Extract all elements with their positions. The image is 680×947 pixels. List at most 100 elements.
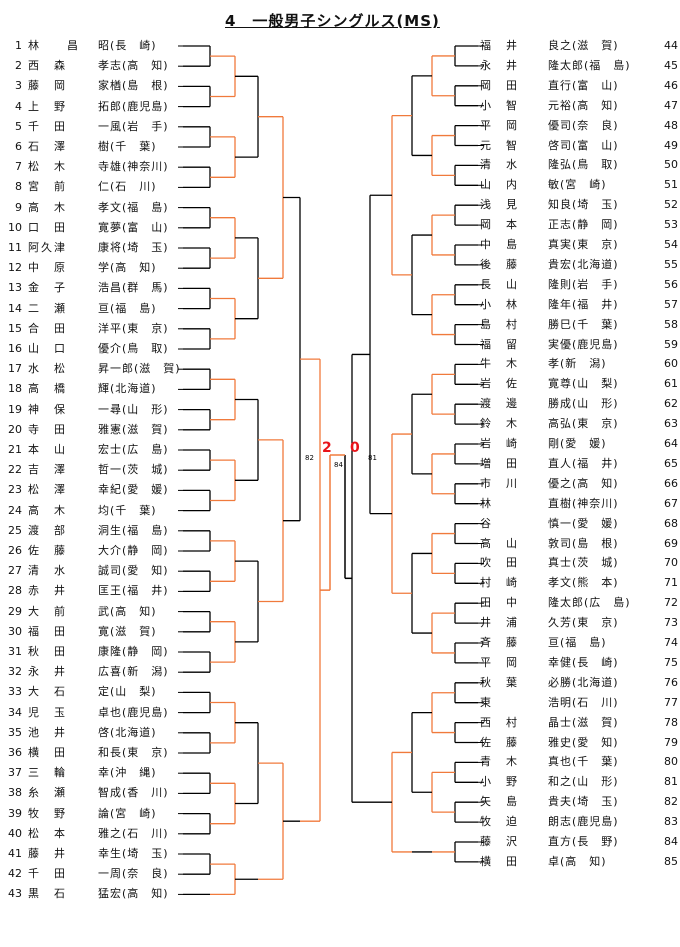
right-player-row: 中 島真実(東 京)54 <box>480 239 678 251</box>
player-given-pref: 隆年(福 井) <box>548 297 619 311</box>
player-surname: 横 田 <box>480 854 519 868</box>
player-surname: 牧 野 <box>28 806 67 820</box>
player-surname: 岩 崎 <box>480 437 519 450</box>
player-surname: 西 森 <box>28 59 67 73</box>
player-number: 74 <box>664 636 678 649</box>
player-number: 4 <box>15 99 22 113</box>
player-given-pref: 一風(岩 手) <box>98 119 169 133</box>
player-surname: 岡 田 <box>480 78 519 92</box>
player-given-pref: 高弘(東 京) <box>548 417 619 431</box>
player-given-pref: 晶士(滋 賀) <box>548 715 619 729</box>
player-number: 80 <box>664 755 678 769</box>
player-number: 11 <box>8 241 22 254</box>
match-number: 84 <box>334 461 343 469</box>
player-surname: 糸 瀬 <box>28 786 67 800</box>
right-player-row: 永 井隆太郎(福 島)45 <box>480 58 678 72</box>
player-surname: 岡 本 <box>480 218 519 232</box>
player-given-pref: 洋平(東 京) <box>98 321 169 335</box>
player-given-pref: 幸健(長 崎) <box>548 655 619 669</box>
player-given-pref: 実優(鹿児島) <box>548 337 619 351</box>
player-surname: 平 岡 <box>480 118 519 132</box>
player-surname: 高 橋 <box>28 382 67 396</box>
player-number: 27 <box>8 564 22 578</box>
player-number: 63 <box>664 417 678 431</box>
player-given-pref: 均(千 葉) <box>98 503 157 517</box>
player-given-pref: 寛夢(富 山) <box>98 220 169 234</box>
player-surname: 市 川 <box>480 476 519 490</box>
player-number: 40 <box>8 826 22 840</box>
player-number: 16 <box>8 342 22 355</box>
player-number: 52 <box>664 198 678 212</box>
player-surname: 渡 邊 <box>480 397 519 411</box>
player-number: 66 <box>664 476 678 490</box>
right-player-row: 山 内敏(宮 崎)51 <box>480 179 678 191</box>
player-number: 58 <box>664 317 678 331</box>
player-surname: 高 木 <box>28 503 67 517</box>
right-player-row: 平 岡優司(奈 良)48 <box>480 118 678 132</box>
player-surname: 小 野 <box>480 775 519 789</box>
player-given-pref: 哲一(茨 城) <box>98 463 169 477</box>
player-surname: 大 前 <box>28 604 67 618</box>
right-player-row: 牧 迫朗志(鹿児島)83 <box>480 816 678 828</box>
player-number: 81 <box>664 775 678 789</box>
player-number: 82 <box>664 795 678 809</box>
player-number: 44 <box>664 39 678 52</box>
player-given-pref: 幸(沖 縄) <box>98 766 157 780</box>
player-given-pref: 敦司(島 根) <box>548 536 619 550</box>
player-number: 49 <box>664 138 678 152</box>
score-mark: 2 <box>322 440 332 456</box>
right-player-row: 斉 藤亘(福 島)74 <box>480 637 678 649</box>
player-number: 70 <box>664 556 678 570</box>
player-surname: 小 智 <box>480 98 519 112</box>
player-number: 42 <box>8 867 22 881</box>
player-given-pref: 啓(北海道) <box>98 725 157 739</box>
player-surname: 二 瀬 <box>28 301 67 315</box>
player-number: 60 <box>664 357 678 371</box>
right-player-row: 高 山敦司(島 根)69 <box>480 536 678 550</box>
player-surname: 永 井 <box>480 58 519 72</box>
right-player-row: 後 藤貴宏(北海道)55 <box>480 257 678 271</box>
player-surname: 黒 石 <box>28 887 67 901</box>
player-given-pref: 拓郎(鹿児島) <box>98 99 169 113</box>
player-given-pref: 定(山 梨) <box>98 685 157 699</box>
right-player-row: 佐 藤雅史(愛 知)79 <box>480 736 678 749</box>
player-number: 65 <box>664 456 678 470</box>
player-given-pref: 浩昌(群 馬) <box>98 281 169 295</box>
player-given-pref: 雅之(石 川) <box>98 826 169 840</box>
player-given-pref: 孝文(熊 本) <box>548 576 619 590</box>
player-number: 77 <box>664 695 678 709</box>
player-given-pref: 仁(石 川) <box>98 180 157 194</box>
player-surname: 三 輪 <box>28 766 67 780</box>
player-given-pref: 久芳(東 京) <box>548 616 619 630</box>
player-given-pref: 卓也(鹿児島) <box>98 705 169 719</box>
player-number: 43 <box>8 887 22 901</box>
right-player-row: 渡 邊勝成(山 形)62 <box>480 398 678 410</box>
player-number: 45 <box>664 58 678 72</box>
player-surname: 高 木 <box>28 200 67 214</box>
player-given-pref: 康将(埼 玉) <box>98 241 169 254</box>
player-number: 6 <box>15 140 22 153</box>
page-title: 4 一般男子シングルス(MS) <box>225 12 440 30</box>
player-given-pref: 大介(静 岡) <box>98 544 169 557</box>
player-given-pref: 朗志(鹿児島) <box>548 815 619 829</box>
player-number: 34 <box>8 705 22 719</box>
player-given-pref: 昭(長 崎) <box>98 39 157 52</box>
right-player-row: 井 浦久芳(東 京)73 <box>480 617 678 629</box>
player-number: 55 <box>664 257 678 271</box>
player-number: 76 <box>664 675 678 689</box>
